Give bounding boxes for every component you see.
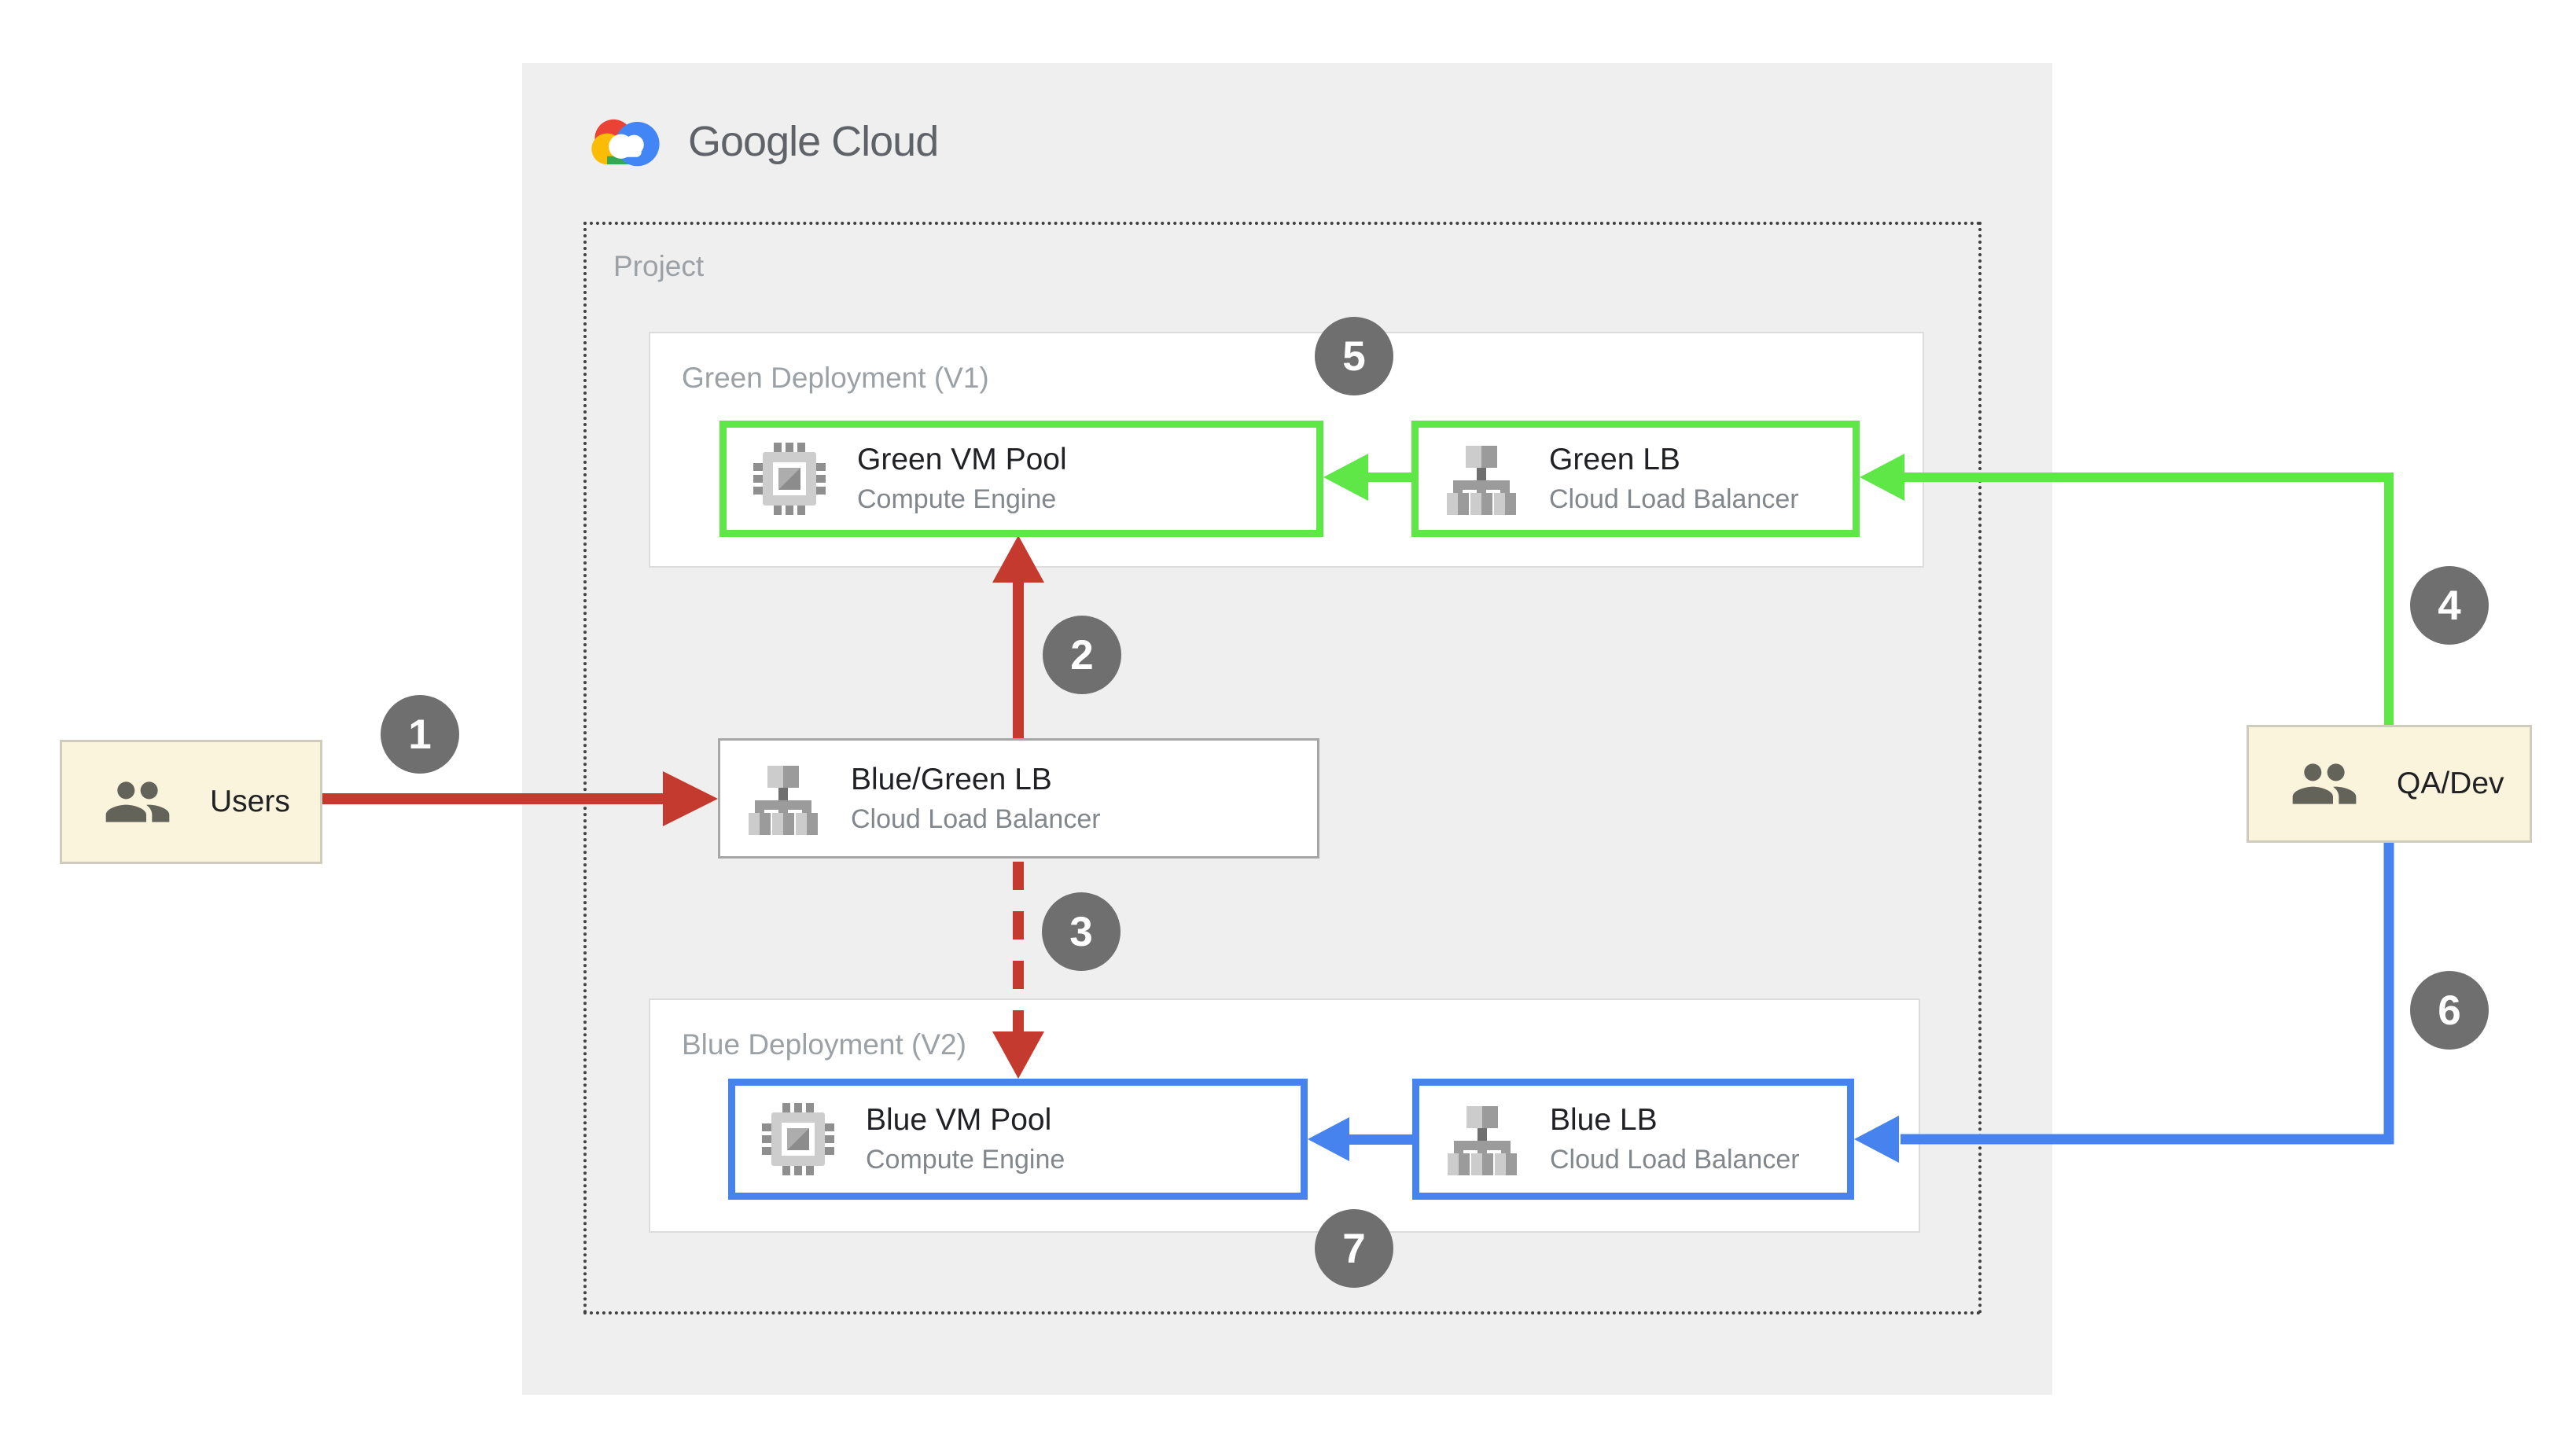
actor-label: Users xyxy=(210,785,290,818)
users-icon xyxy=(2290,749,2359,818)
step-badge-2: 2 xyxy=(1043,616,1121,694)
node-blue-lb: Blue LB Cloud Load Balancer xyxy=(1412,1079,1854,1200)
blue-deployment-label: Blue Deployment (V2) xyxy=(682,1028,966,1061)
step-badge-5: 5 xyxy=(1315,317,1393,395)
actor-qadev: QA/Dev xyxy=(2247,725,2532,843)
node-subtitle: Cloud Load Balancer xyxy=(851,803,1101,834)
project-boundary xyxy=(583,222,1982,1314)
actor-users: Users xyxy=(60,740,322,864)
node-title: Blue LB xyxy=(1550,1103,1658,1137)
logo-text-google: Google xyxy=(688,118,821,165)
node-green-lb: Green LB Cloud Load Balancer xyxy=(1411,421,1860,537)
load-balancer-icon xyxy=(745,761,821,836)
node-subtitle: Compute Engine xyxy=(866,1145,1065,1175)
users-icon xyxy=(103,767,172,836)
compute-engine-icon xyxy=(752,441,827,517)
node-title: Green LB xyxy=(1549,443,1680,476)
node-blue-vm-pool: Blue VM Pool Compute Engine xyxy=(728,1079,1308,1200)
step-badge-4: 4 xyxy=(2410,566,2489,645)
step-badge-3: 3 xyxy=(1042,892,1121,971)
actor-label: QA/Dev xyxy=(2397,767,2504,800)
step-badge-1: 1 xyxy=(381,695,459,774)
node-green-vm-pool: Green VM Pool Compute Engine xyxy=(719,421,1323,537)
logo-text-cloud: Cloud xyxy=(831,118,939,165)
compute-engine-icon xyxy=(760,1101,836,1177)
green-deployment-label: Green Deployment (V1) xyxy=(682,362,989,394)
google-cloud-logo-icon xyxy=(586,108,668,175)
node-subtitle: Cloud Load Balancer xyxy=(1550,1145,1800,1175)
load-balancer-icon xyxy=(1444,1101,1520,1177)
node-title: Blue VM Pool xyxy=(866,1103,1052,1137)
node-title: Blue/Green LB xyxy=(851,762,1052,796)
node-subtitle: Compute Engine xyxy=(857,484,1057,514)
load-balancer-icon xyxy=(1444,441,1519,517)
node-subtitle: Cloud Load Balancer xyxy=(1549,484,1799,514)
node-title: Green VM Pool xyxy=(857,443,1067,476)
node-bluegreen-lb: Blue/Green LB Cloud Load Balancer xyxy=(718,738,1319,859)
project-label: Project xyxy=(613,250,705,282)
step-badge-6: 6 xyxy=(2410,971,2489,1050)
step-badge-7: 7 xyxy=(1315,1209,1393,1288)
